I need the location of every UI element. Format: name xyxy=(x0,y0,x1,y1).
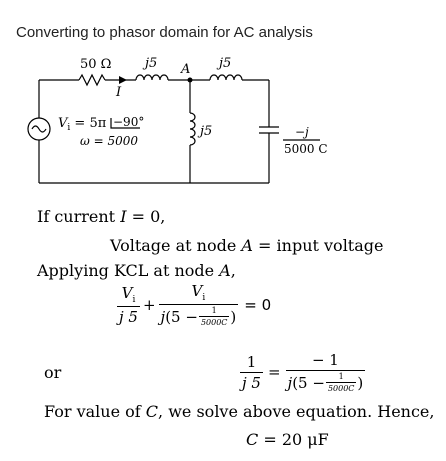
kcl-equation: Vi j 5 + Vi j(5 − 1 5000C ) = 0 xyxy=(117,282,272,327)
angle-symbol xyxy=(110,118,140,129)
node-voltage-line: Voltage at node A = input voltage xyxy=(110,236,384,255)
inductor-2-label: j5 xyxy=(216,56,231,71)
condition-line: If current I = 0, xyxy=(37,207,166,226)
current-arrow-icon xyxy=(119,76,127,84)
ac-source xyxy=(27,117,51,141)
inductor-1-label: j5 xyxy=(142,56,157,71)
solve-line: For value of C, we solve above equation.… xyxy=(44,402,435,421)
cap-num-label: −j xyxy=(295,125,309,139)
inductor-2 xyxy=(209,74,243,81)
inductor-3-label: j5 xyxy=(197,124,212,139)
page-title: Converting to phasor domain for AC analy… xyxy=(16,24,313,41)
cap-den-label: 5000 C xyxy=(284,142,328,156)
inductor-3 xyxy=(189,112,196,146)
source-omega-label: ω = 5000 xyxy=(80,134,138,148)
inductor-1 xyxy=(135,74,169,81)
fraction-minus-one-over-cap: − 1 j(5 − 1 5000C ) xyxy=(285,351,366,393)
resistor xyxy=(78,73,106,87)
current-label: I xyxy=(115,85,122,100)
kcl-line: Applying KCL at node A, xyxy=(37,261,236,280)
fraction-vi-over-cap: Vi j(5 − 1 5000C ) xyxy=(158,282,239,327)
source-voltage-label: Vi = 5π xyxy=(58,116,107,133)
circuit-diagram: 50 Ω j5 j5 A I j5 Vi = 5π −90° ω = 5000 … xyxy=(27,56,328,184)
node-label: A xyxy=(180,62,190,77)
source-angle-label: −90° xyxy=(113,115,144,129)
ac-source-wave-icon xyxy=(31,125,47,133)
resistor-label: 50 Ω xyxy=(80,57,111,72)
fraction-vi-over-j5: Vi j 5 xyxy=(117,283,140,326)
or-word: or xyxy=(44,363,62,382)
simplified-equation: 1 j 5 = − 1 j(5 − 1 5000C ) xyxy=(240,351,366,393)
fraction-one-over-j5: 1 j 5 xyxy=(240,352,263,392)
node-a-dot xyxy=(187,77,193,83)
result-line: C = 20 μF xyxy=(246,430,329,449)
